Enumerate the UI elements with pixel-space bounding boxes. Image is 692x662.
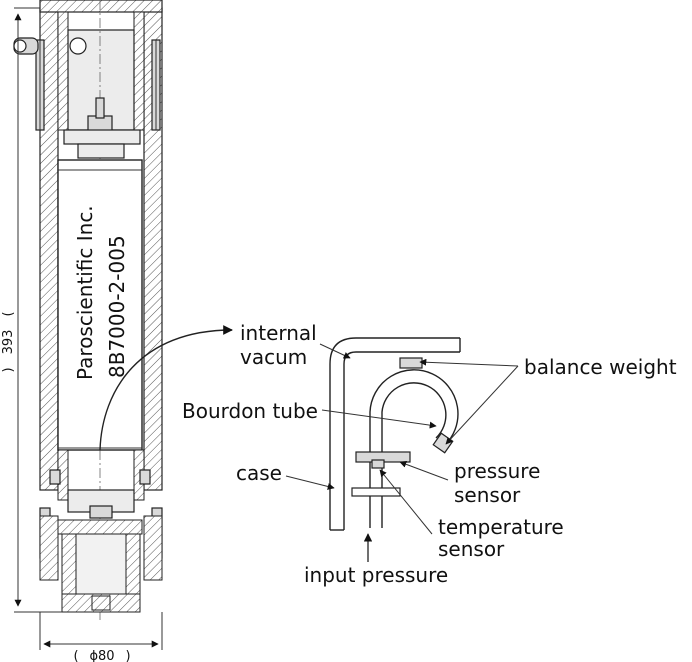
temperature-sensor-label-1: temperature	[438, 515, 564, 539]
diameter-value: ϕ80	[89, 649, 114, 662]
bourdon-tube-label: Bourdon tube	[182, 399, 318, 423]
height-value: 393	[1, 330, 16, 355]
bourdon-detail: internal vacum balance weight Bourdon tu…	[182, 321, 677, 587]
case-label: case	[236, 461, 282, 485]
model-label: 8B7000-2-005	[105, 235, 129, 378]
diameter-paren-close: )	[125, 649, 130, 662]
input-pressure-label: input pressure	[304, 563, 448, 587]
height-paren-open: (	[1, 311, 16, 316]
internal-vacuum-label-1: internal	[240, 321, 317, 345]
detail-callout-arrow	[99, 325, 233, 451]
pressure-sensor-label-1: pressure	[454, 459, 540, 483]
temperature-sensor-label-2: sensor	[438, 537, 505, 561]
manufacturer-label: Paroscientific Inc.	[73, 205, 97, 380]
internal-vacuum-label-2: vacum	[240, 345, 307, 369]
diameter-dimension: ( ϕ80 )	[39, 612, 163, 662]
housing-cross-section: Paroscientific Inc. 8B7000-2-005	[13, 0, 163, 620]
height-dimension: ( 393 )	[1, 7, 62, 613]
height-paren-close: )	[1, 367, 16, 372]
diameter-paren-open: (	[73, 649, 78, 662]
pressure-sensor-label-2: sensor	[454, 483, 521, 507]
balance-weight-label: balance weight	[524, 355, 677, 379]
